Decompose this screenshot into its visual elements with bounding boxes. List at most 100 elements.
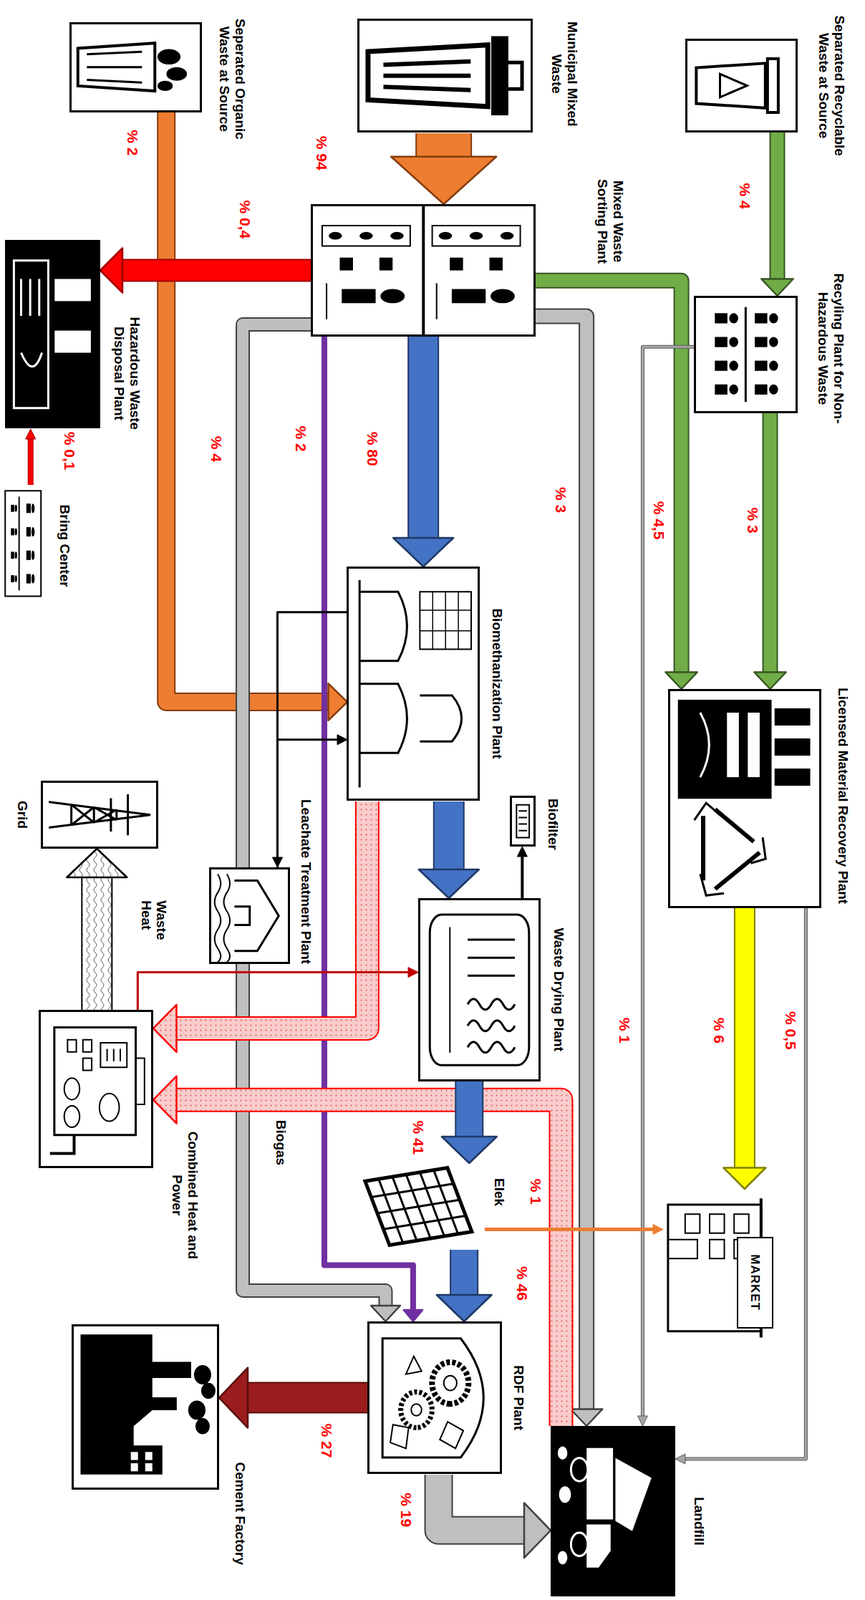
icon-rect xyxy=(714,337,728,348)
plant-label: Leachate Treatment Plant xyxy=(297,754,314,964)
plant-box: Combined Heat and Power xyxy=(38,1009,154,1168)
icon-rect xyxy=(341,288,376,303)
icon-rect xyxy=(54,1027,137,1135)
icon-path xyxy=(696,63,765,109)
arrow-outline xyxy=(454,1081,484,1138)
arrow-head xyxy=(418,869,480,898)
icon-circle xyxy=(559,1486,572,1504)
icon-rect xyxy=(82,1039,91,1052)
plant-label: Bring Center xyxy=(57,477,74,615)
icon-rect xyxy=(431,225,520,247)
icon-rect xyxy=(449,257,463,271)
plant-label: Recyling Plant for Non-Hazardous Waste xyxy=(815,263,848,434)
plant-label: Elek xyxy=(491,1167,507,1216)
arrow-head xyxy=(723,1167,767,1190)
icon-circle xyxy=(14,551,17,559)
icon-path xyxy=(78,43,156,92)
icon-circle xyxy=(411,1403,422,1416)
icon-circle xyxy=(14,574,17,583)
arrow-body xyxy=(408,336,438,539)
arrow-head xyxy=(754,672,786,690)
arrow-head xyxy=(570,1409,603,1427)
flow-arrow xyxy=(25,428,36,485)
arrow-head xyxy=(665,672,697,690)
arrow-body xyxy=(82,876,111,1010)
icon-path xyxy=(467,939,515,976)
percent-label: % 4 xyxy=(736,182,753,209)
icon-path xyxy=(421,206,425,335)
flow-arrow xyxy=(441,1081,497,1163)
arrow-outline xyxy=(438,1474,525,1531)
icon-path xyxy=(382,1338,484,1458)
arrow-outline xyxy=(176,801,368,1029)
plant-label: RDF Plant xyxy=(511,1313,528,1482)
plant-box: Recyling Plant for Non-Hazardous Waste xyxy=(693,295,798,414)
percent-label: % 1 xyxy=(527,1178,544,1205)
plant-box: Licensed Material Recovery Plant xyxy=(668,688,822,908)
icon-rect xyxy=(733,1213,749,1233)
arrow-head xyxy=(653,1224,664,1235)
icon-circle xyxy=(31,527,35,537)
percent-label: % 4,5 xyxy=(650,501,668,540)
icon-rect xyxy=(709,1213,725,1233)
icon-rect xyxy=(714,312,728,323)
flow-arrow xyxy=(535,280,698,689)
icon-circle xyxy=(31,549,35,560)
plant-box: RDF Plant xyxy=(367,1321,502,1475)
icon-path xyxy=(392,1176,417,1241)
flow-arrow xyxy=(166,111,348,721)
flow-arrow xyxy=(137,967,419,1010)
arrow-outline xyxy=(121,259,312,283)
icon-rect xyxy=(135,1058,144,1105)
icon-path xyxy=(677,699,772,799)
percent-label: % 19 xyxy=(397,1492,414,1527)
arrow-head xyxy=(25,428,36,439)
icon-rect xyxy=(754,384,768,395)
biometh-icon xyxy=(348,568,477,800)
icon-rect xyxy=(26,573,31,583)
icon-path xyxy=(703,809,760,889)
flow-arrow xyxy=(484,1224,664,1235)
icon-circle xyxy=(390,232,404,240)
leachate-icon xyxy=(211,869,288,962)
percent-label: % 6 xyxy=(711,1017,728,1044)
icon-rect xyxy=(131,1462,139,1471)
flow-arrow xyxy=(516,846,528,898)
arrow-head xyxy=(441,1136,497,1163)
icon-path xyxy=(48,794,151,835)
arrow-body xyxy=(416,133,471,158)
plant-label: Biomethanization Plant xyxy=(489,550,505,816)
trash-icon xyxy=(359,20,531,132)
icon-rect xyxy=(10,527,15,535)
arrow-head xyxy=(408,967,419,978)
plant-box: Leachate Treatment Plant xyxy=(209,867,291,964)
percent-label: % 4 xyxy=(207,436,225,462)
flow-arrow xyxy=(436,1249,492,1322)
icon-circle xyxy=(557,1446,568,1461)
icon-rect xyxy=(100,1042,127,1067)
icon-circle xyxy=(570,1457,588,1481)
icon-circle xyxy=(469,232,483,240)
icon-g xyxy=(365,1167,472,1245)
plant-box: Mixed Waste Sorting Plant xyxy=(311,204,536,337)
icon-circle xyxy=(400,1391,433,1428)
icon-rect xyxy=(516,804,530,838)
plant-label: Cement Factory xyxy=(232,1432,248,1594)
percent-label: % 3 xyxy=(552,486,570,513)
icon-circle xyxy=(166,67,187,81)
plant-box: Municipal Mixed Waste xyxy=(357,18,533,134)
icon-circle xyxy=(194,1364,212,1385)
sorting-icon xyxy=(313,206,534,335)
icon-rect xyxy=(685,1213,701,1233)
icon-circle xyxy=(769,360,779,371)
arrow-head xyxy=(436,1294,492,1322)
icon-path xyxy=(80,1334,192,1475)
icon-path xyxy=(508,62,523,89)
chp-icon xyxy=(40,1011,152,1166)
plant-box: Separated Recyclable Waste at Source xyxy=(685,38,798,133)
icon-rect xyxy=(774,768,810,786)
arrow-body xyxy=(535,280,682,674)
rdf-icon xyxy=(369,1323,500,1473)
icon-path xyxy=(20,278,42,366)
